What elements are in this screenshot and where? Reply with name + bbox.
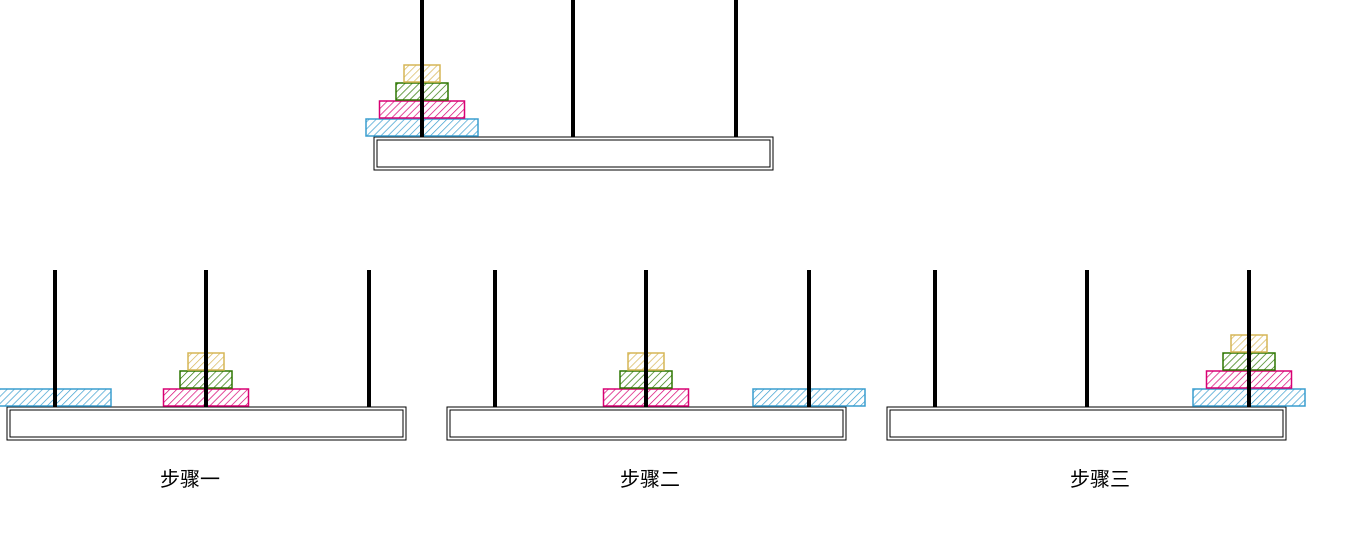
tower-base-inner xyxy=(376,139,771,168)
tower-base xyxy=(373,136,774,171)
tower-base xyxy=(446,406,847,441)
tower-step-1 xyxy=(0,270,407,441)
step-label-1: 步骤一 xyxy=(160,467,220,491)
disk-stack-group xyxy=(602,352,866,407)
tower-step-2 xyxy=(446,270,866,441)
disk-stack-group xyxy=(0,352,250,407)
tower-base xyxy=(6,406,407,441)
tower-base xyxy=(886,406,1287,441)
tower-base-inner xyxy=(449,409,844,438)
step-label-3: 步骤三 xyxy=(1070,467,1130,491)
step-label-2: 步骤二 xyxy=(620,467,680,491)
tower-base-inner xyxy=(889,409,1284,438)
tower-initial xyxy=(365,0,774,171)
tower-base-inner xyxy=(9,409,404,438)
tower-step-3 xyxy=(886,270,1306,441)
